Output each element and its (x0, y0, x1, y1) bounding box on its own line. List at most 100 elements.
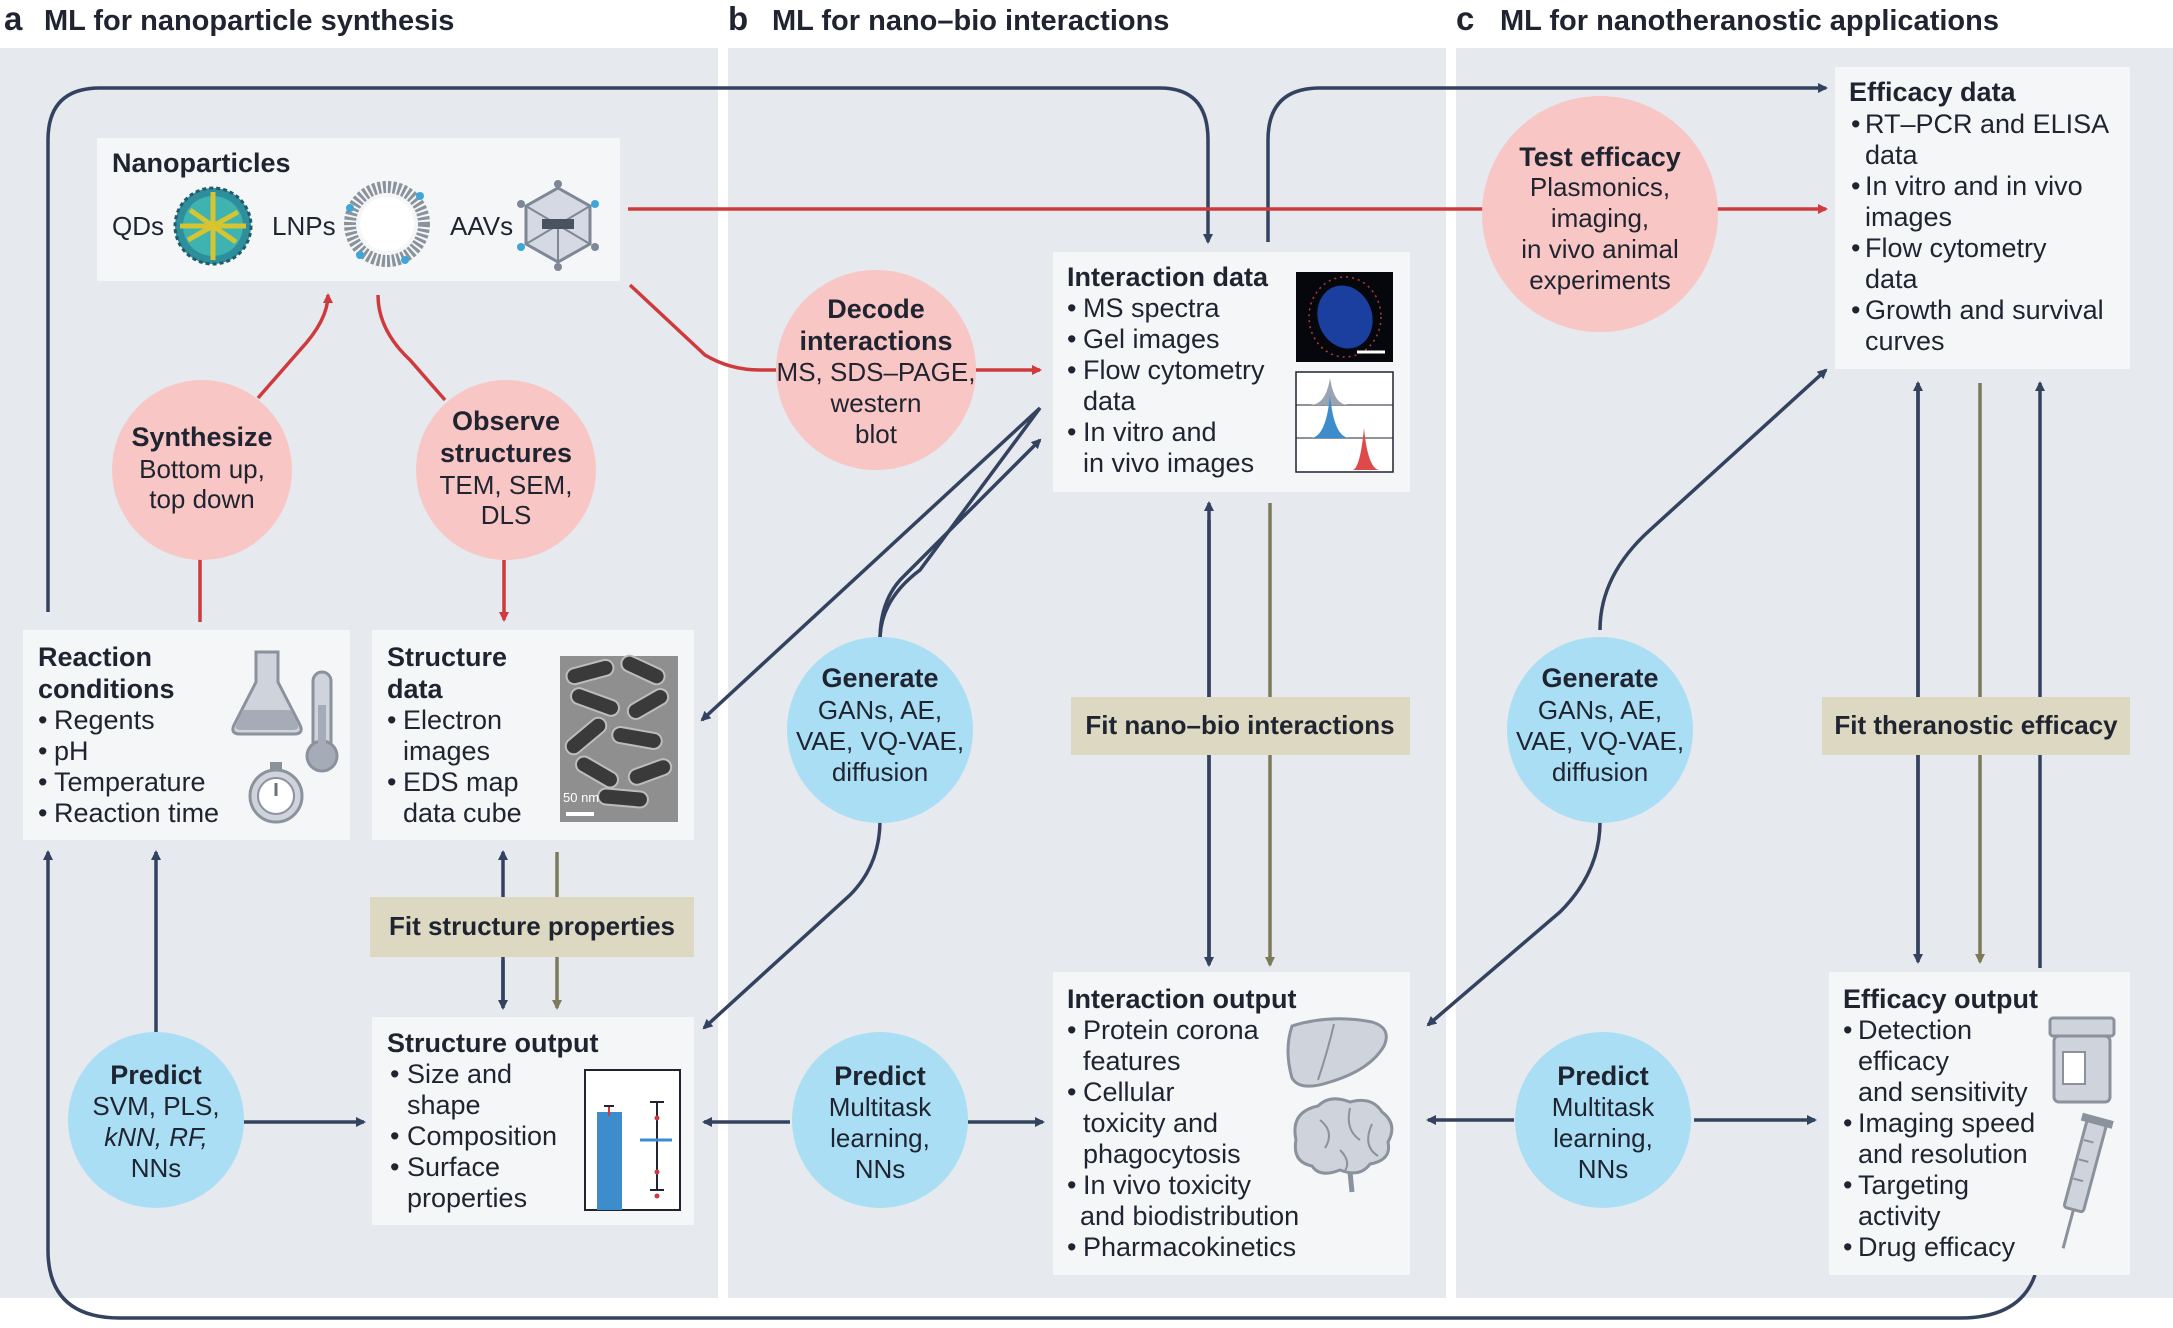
panel-c-header: c ML for nanotheranostic applications (1456, 0, 1999, 37)
flow-cytometry-histogram (1295, 371, 1394, 473)
structure-output-item-1a: Size and (407, 1059, 512, 1089)
generate-c-to-efficacy-data-arrow (1598, 368, 1828, 631)
svg-text:•: • (1067, 293, 1076, 323)
predict-a-line-1: SVM, PLS, (92, 1091, 219, 1121)
observe-structures-circle: Observe structures TEM, SEM, DLS (416, 380, 596, 560)
predict-b-line-1: Multitask (829, 1092, 933, 1122)
svg-text:•: • (390, 1152, 399, 1182)
structure-output-box: Structure output • Size and shape • Comp… (372, 1017, 694, 1225)
generate-c-line-2: VAE, VQ-VAE, (1516, 726, 1684, 756)
nanoparticles-box: Nanoparticles QDs LNPs AAVs (97, 138, 620, 281)
structure-data-title-line-2: data (387, 674, 444, 704)
decode-interactions-circle: Decode interactions MS, SDS–PAGE, wester… (776, 270, 976, 470)
panel-a-letter: a (4, 0, 23, 37)
efficacy-output-item-1b: efficacy (1858, 1046, 1950, 1076)
predict-a-line-3: NNs (131, 1153, 182, 1183)
reaction-conditions-box: Reaction conditions • Regents • pH • Tem… (23, 630, 350, 840)
panel-b-title: ML for nano–bio interactions (772, 5, 1169, 37)
efficacy-data-item-1a: RT–PCR and ELISA (1865, 109, 2109, 139)
fit-theranostic-efficacy-label: Fit theranostic efficacy (1822, 697, 2130, 755)
efficacy-output-item-3b: activity (1858, 1201, 1941, 1231)
test-efficacy-line-2: imaging, (1551, 203, 1649, 233)
synthesize-line-2: top down (149, 484, 255, 514)
predict-b-circle: Predict Multitask learning, NNs (792, 1032, 968, 1208)
nanoparticles-title: Nanoparticles (112, 148, 291, 178)
svg-text:•: • (38, 705, 47, 735)
aav-capsid-icon (517, 180, 599, 271)
decode-title-line-1: Decode (827, 294, 925, 324)
panel-a-header: a ML for nanoparticle synthesis (4, 0, 454, 37)
observe-title-line-2: structures (440, 438, 572, 468)
generate-b-circle: Generate GANs, AE, VAE, VQ-VAE, diffusio… (787, 637, 973, 823)
panel-c-title: ML for nanotheranostic applications (1500, 5, 1999, 37)
tem-scale-label: 50 nm (563, 790, 599, 805)
aav-label: AAVs (450, 211, 513, 241)
fit-structure-properties-label: Fit structure properties (370, 897, 694, 957)
nanoparticles-to-observe-line (376, 294, 447, 402)
generate-c-line-1: GANs, AE, (1538, 695, 1662, 725)
generate-b-line-1: GANs, AE, (818, 695, 942, 725)
generate-c-to-interaction-output-arrow (1426, 821, 1602, 1027)
interaction-output-item-4: Pharmacokinetics (1083, 1232, 1296, 1262)
interaction-output-item-3b: and biodistribution (1080, 1201, 1299, 1231)
svg-text:•: • (1067, 1232, 1076, 1262)
svg-text:•: • (38, 798, 47, 828)
efficacy-data-item-4b: curves (1865, 326, 1945, 356)
liver-icon (1286, 1017, 1388, 1088)
lipid-nanoparticle-icon (344, 181, 430, 267)
svg-text:•: • (1843, 1232, 1852, 1262)
svg-text:•: • (1067, 1015, 1076, 1045)
interaction-output-box: Interaction output • Protein corona feat… (1053, 972, 1410, 1275)
test-efficacy-line-3: in vivo animal (1521, 234, 1679, 264)
structure-output-item-2: Composition (407, 1121, 557, 1151)
structure-data-box: Structure data • Electron images • EDS m… (372, 630, 694, 840)
interaction-data-item-4b: in vivo images (1083, 448, 1254, 478)
efficacy-output-box: Efficacy output • Detection efficacy and… (1829, 972, 2130, 1275)
efficacy-output-item-3a: Targeting (1858, 1170, 1969, 1200)
svg-text:•: • (1851, 109, 1860, 139)
flask-icon (231, 650, 303, 736)
generate-b-to-structure-output-arrow (702, 819, 882, 1030)
fit-structure-text: Fit structure properties (389, 911, 675, 941)
decode-line-1: MS, SDS–PAGE, (777, 357, 976, 387)
efficacy-data-item-3b: data (1865, 264, 1919, 294)
decode-line-3: blot (855, 419, 898, 449)
synthesize-title: Synthesize (131, 422, 272, 452)
panel-c-letter: c (1456, 0, 1474, 37)
syringe-icon (2061, 1112, 2114, 1249)
panel-b-letter: b (728, 0, 748, 37)
predict-c-line-1: Multitask (1552, 1092, 1656, 1122)
synthesize-circle: Synthesize Bottom up, top down (112, 380, 292, 560)
connectors (43, 83, 2045, 1320)
svg-text:•: • (387, 767, 396, 797)
svg-text:•: • (1067, 324, 1076, 354)
interaction-output-item-2a: Cellular (1083, 1077, 1175, 1107)
svg-text:•: • (1851, 233, 1860, 263)
predict-a-circle: Predict SVM, PLS, kNN, RF, NNs (68, 1032, 244, 1208)
lnp-label: LNPs (272, 211, 336, 241)
efficacy-output-item-4: Drug efficacy (1858, 1232, 2016, 1262)
svg-text:•: • (38, 767, 47, 797)
stopwatch-icon (248, 762, 304, 824)
efficacy-output-title: Efficacy output (1843, 984, 2038, 1014)
efficacy-data-item-2b: images (1865, 202, 1952, 232)
predict-a-line-2: kNN, RF, (104, 1122, 208, 1152)
interaction-output-item-2b: toxicity and (1083, 1108, 1218, 1138)
reaction-item-regents: Regents (54, 705, 155, 735)
test-efficacy-title: Test efficacy (1519, 142, 1681, 172)
interaction-data-item-3b: data (1083, 386, 1137, 416)
decode-line-2: western (829, 388, 921, 418)
efficacy-data-item-1b: data (1865, 140, 1919, 170)
generate-c-line-3: diffusion (1552, 757, 1648, 787)
efficacy-output-item-2b: and resolution (1858, 1139, 2028, 1169)
svg-text:•: • (390, 1059, 399, 1089)
structure-output-title: Structure output (387, 1028, 598, 1058)
structure-data-item-2b: data cube (403, 798, 522, 828)
svg-text:•: • (1067, 355, 1076, 385)
interaction-data-title: Interaction data (1067, 262, 1269, 292)
synthesize-to-nanoparticles-arrow (256, 293, 333, 400)
outer-loop-bottom-arrow (43, 850, 2037, 1320)
qd-label: QDs (112, 211, 164, 241)
efficacy-output-item-2a: Imaging speed (1858, 1108, 2035, 1138)
efficacy-output-item-1a: Detection (1858, 1015, 1972, 1045)
